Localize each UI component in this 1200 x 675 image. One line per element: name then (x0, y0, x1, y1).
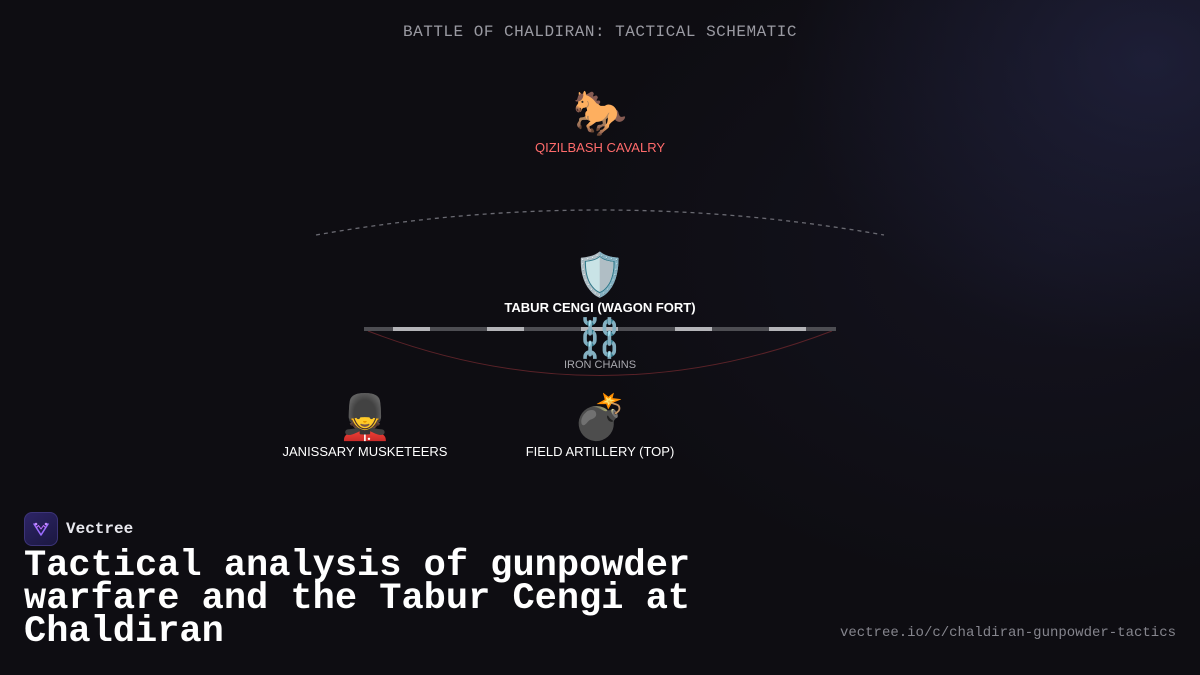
artillery-label: FIELD ARTILLERY (TOP) (525, 444, 675, 459)
horse-icon: 🐎 (572, 89, 628, 138)
unit-janissary-musketeers: 💂 JANISSARY MUSKETEERS (282, 393, 448, 460)
schematic-title: BATTLE OF CHALDIRAN: TACTICAL SCHEMATIC (403, 23, 797, 41)
brand-name: Vectree (66, 520, 134, 538)
source-url: vectree.io/c/chaldiran-gunpowder-tactics (839, 625, 1176, 641)
unit-qizilbash-cavalry: 🐎 QIZILBASH CAVALRY (534, 89, 666, 156)
page-headline: Tactical analysis of gunpowder warfare a… (24, 545, 691, 653)
unit-field-artillery: 💣 FIELD ARTILLERY (TOP) (525, 393, 675, 460)
chains-curve (367, 330, 833, 376)
guard-icon: 💂 (337, 393, 393, 442)
fort-label: TABUR CENGI (WAGON FORT) (504, 300, 696, 315)
vectree-logo-mark (33, 522, 49, 536)
unit-iron-chains: ⛓️ IRON CHAINS (564, 320, 636, 371)
chains-label: IRON CHAINS (563, 359, 637, 371)
janissary-label: JANISSARY MUSKETEERS (282, 444, 448, 459)
cavalry-label: QIZILBASH CAVALRY (534, 140, 666, 155)
shield-icon: 🛡️ (573, 251, 627, 298)
vectree-logo-icon (24, 512, 58, 546)
chains-icon: ⛓️ (576, 318, 624, 360)
bomb-icon: 💣 (572, 393, 628, 442)
cavalry-charge-arc (315, 209, 885, 236)
brand: Vectree (24, 512, 133, 546)
unit-tabur-cengi: 🛡️ TABUR CENGI (WAGON FORT) (504, 251, 696, 316)
